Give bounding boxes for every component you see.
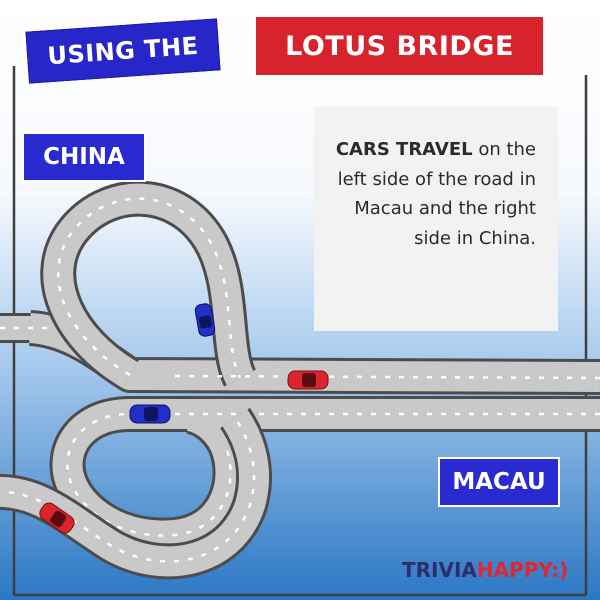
title-part2: LOTUS BRIDGE	[256, 17, 543, 75]
macau-label: MACAU	[438, 457, 560, 507]
brand-happy: HAPPY:)	[476, 558, 569, 582]
info-body: on the left side of the road in Macau an…	[337, 139, 536, 249]
car-blue-loop-top	[194, 303, 216, 337]
car-blue-road-bottom	[129, 404, 171, 424]
info-box: CARS TRAVEL on the left side of the road…	[314, 107, 558, 331]
info-text: CARS TRAVEL on the left side of the road…	[326, 135, 536, 253]
brand-logo: TRIVIAHAPPY:)	[402, 558, 590, 588]
china-label: CHINA	[22, 132, 146, 182]
car-red-road-top	[287, 370, 329, 390]
car-red-loop-bottom	[39, 502, 75, 534]
brand-trivia: TRIVIA	[402, 558, 477, 582]
info-lead: CARS TRAVEL	[335, 139, 473, 160]
road-top-section	[0, 180, 600, 395]
